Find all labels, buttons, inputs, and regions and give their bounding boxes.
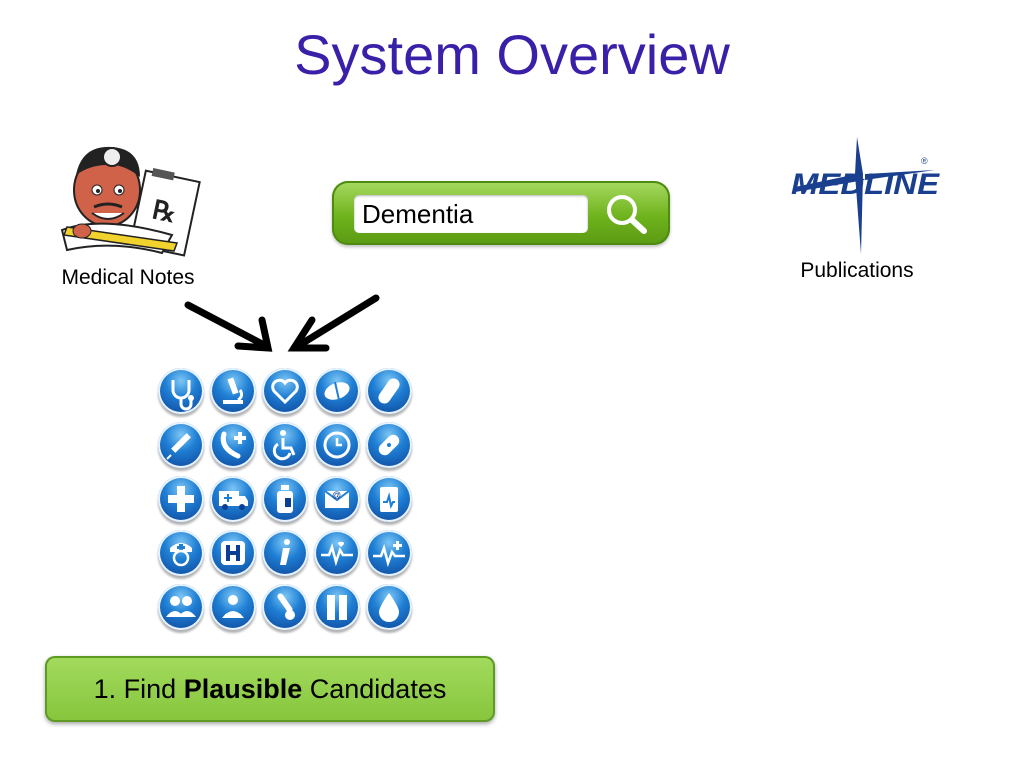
arrow-left bbox=[184, 301, 273, 352]
magnifier-icon[interactable] bbox=[602, 191, 652, 237]
clock-icon bbox=[314, 422, 360, 468]
svg-text:MEDLINE: MEDLINE bbox=[791, 168, 940, 201]
clipboard-icon bbox=[366, 476, 412, 522]
heartbeat-cross-icon bbox=[366, 530, 412, 576]
medicine-bottle-icon bbox=[262, 476, 308, 522]
group-icon bbox=[158, 584, 204, 630]
arrows-graphic bbox=[184, 294, 380, 352]
drop-icon bbox=[366, 584, 412, 630]
bandage-icon bbox=[366, 422, 412, 468]
button-prefix: 1. Find bbox=[93, 674, 184, 704]
arrow-right bbox=[287, 294, 380, 352]
syringe-icon bbox=[158, 422, 204, 468]
search-input-value: Dementia bbox=[362, 199, 474, 229]
patients-icon bbox=[210, 584, 256, 630]
capsule-icon bbox=[366, 368, 412, 414]
microscope-icon bbox=[210, 368, 256, 414]
publications-label: Publications bbox=[800, 259, 914, 282]
nurse-icon bbox=[158, 530, 204, 576]
medline-logo: MEDLINE ® bbox=[791, 137, 940, 254]
svg-text:@: @ bbox=[332, 490, 341, 500]
slide-title: System Overview bbox=[294, 23, 730, 86]
wheelchair-icon bbox=[262, 422, 308, 468]
email-icon: @ bbox=[314, 476, 360, 522]
svg-text:®: ® bbox=[921, 156, 928, 166]
book-icon bbox=[314, 584, 360, 630]
button-bold-text: Plausible bbox=[183, 674, 303, 704]
hospital-icon bbox=[210, 530, 256, 576]
search-input[interactable]: Dementia bbox=[354, 195, 588, 233]
medical-notes-label: Medical Notes bbox=[61, 266, 195, 289]
doctor-cartoon-image: ℞ bbox=[60, 146, 201, 257]
stethoscope-icon bbox=[158, 368, 204, 414]
medical-icon-grid: @ bbox=[158, 368, 418, 638]
search-bar[interactable]: Dementia bbox=[332, 181, 670, 245]
find-candidates-button[interactable]: 1. Find Plausible Candidates bbox=[45, 656, 495, 722]
info-icon bbox=[262, 530, 308, 576]
button-suffix: Candidates bbox=[302, 674, 447, 704]
pill-icon bbox=[314, 368, 360, 414]
thermometer-icon bbox=[262, 584, 308, 630]
ambulance-icon bbox=[210, 476, 256, 522]
heartbeat-icon bbox=[314, 530, 360, 576]
phone-icon bbox=[210, 422, 256, 468]
medical-cross-icon bbox=[158, 476, 204, 522]
heart-icon bbox=[262, 368, 308, 414]
